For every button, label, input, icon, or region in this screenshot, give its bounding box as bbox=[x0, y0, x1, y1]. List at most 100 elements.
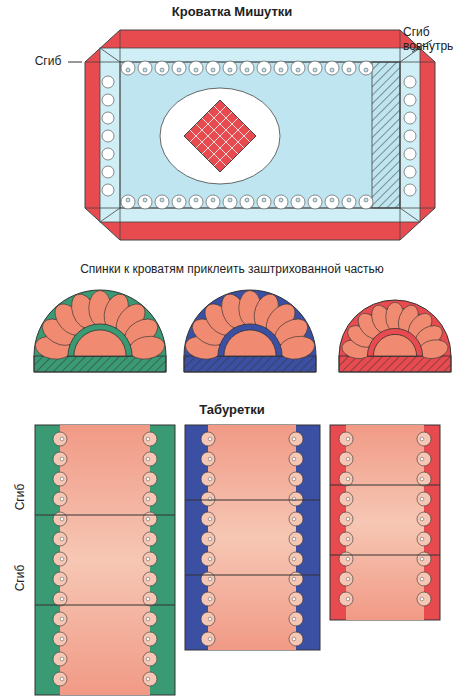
decoration bbox=[339, 572, 353, 586]
decoration bbox=[417, 512, 431, 526]
decoration bbox=[292, 477, 296, 481]
decoration bbox=[143, 532, 157, 546]
decoration bbox=[53, 452, 67, 466]
stool-net bbox=[35, 425, 175, 695]
decoration bbox=[208, 557, 212, 561]
decoration bbox=[68, 324, 132, 356]
decoration bbox=[289, 612, 303, 626]
decoration bbox=[208, 124, 244, 160]
note: Спинки к кроватям приклеить заштрихованн… bbox=[80, 262, 384, 276]
decoration bbox=[53, 672, 67, 686]
decoration bbox=[404, 130, 416, 142]
fold-label: Сгиб вовнутрь bbox=[403, 26, 461, 54]
decoration bbox=[155, 195, 169, 209]
decoration bbox=[102, 148, 114, 160]
fold-line bbox=[35, 515, 175, 516]
decoration bbox=[146, 657, 150, 661]
bed-back bbox=[184, 290, 316, 372]
fold-line bbox=[35, 605, 175, 606]
fold-line bbox=[330, 485, 440, 486]
decoration bbox=[289, 552, 303, 566]
decoration bbox=[291, 195, 305, 209]
decoration bbox=[262, 68, 266, 72]
decoration bbox=[289, 572, 303, 586]
decoration bbox=[420, 477, 424, 481]
decoration bbox=[146, 577, 150, 581]
leader-line bbox=[68, 62, 82, 63]
decoration bbox=[211, 68, 215, 72]
decoration bbox=[146, 437, 150, 441]
decoration bbox=[308, 195, 322, 209]
decoration bbox=[201, 432, 215, 446]
decoration bbox=[201, 632, 215, 646]
decoration bbox=[208, 517, 212, 521]
decoration bbox=[214, 130, 250, 166]
decoration bbox=[208, 637, 212, 641]
decoration bbox=[189, 61, 203, 75]
decoration bbox=[60, 577, 64, 581]
decoration bbox=[143, 472, 157, 486]
decoration bbox=[102, 76, 114, 88]
decoration bbox=[53, 632, 67, 646]
decoration bbox=[274, 195, 288, 209]
hatched-strip bbox=[372, 62, 400, 208]
decoration bbox=[146, 637, 150, 641]
decoration bbox=[292, 517, 296, 521]
decoration bbox=[160, 68, 164, 72]
stool-panel bbox=[60, 425, 150, 695]
decoration bbox=[126, 198, 130, 202]
decoration bbox=[143, 652, 157, 666]
decoration bbox=[223, 61, 237, 75]
decoration bbox=[155, 61, 169, 75]
decoration bbox=[208, 437, 212, 441]
decoration bbox=[206, 195, 220, 209]
decoration bbox=[146, 617, 150, 621]
decoration bbox=[279, 198, 283, 202]
bed-outline bbox=[85, 30, 435, 240]
decoration bbox=[143, 572, 157, 586]
decoration bbox=[289, 532, 303, 546]
decoration bbox=[257, 61, 271, 75]
decoration bbox=[347, 198, 351, 202]
decoration bbox=[208, 477, 212, 481]
decoration bbox=[160, 198, 164, 202]
decoration bbox=[339, 532, 353, 546]
decoration bbox=[201, 512, 215, 526]
decoration bbox=[143, 452, 157, 466]
decoration bbox=[279, 68, 283, 72]
decoration bbox=[289, 632, 303, 646]
decoration bbox=[146, 557, 150, 561]
decoration bbox=[359, 61, 373, 75]
decoration bbox=[60, 517, 64, 521]
decoration bbox=[143, 552, 157, 566]
decoration bbox=[404, 184, 416, 196]
decoration bbox=[201, 452, 215, 466]
section-title: Табуретки bbox=[199, 402, 265, 417]
decoration bbox=[53, 572, 67, 586]
decoration bbox=[208, 457, 212, 461]
decoration bbox=[417, 592, 431, 606]
decoration bbox=[201, 552, 215, 566]
decoration bbox=[60, 677, 64, 681]
decoration bbox=[146, 517, 150, 521]
decoration bbox=[60, 457, 64, 461]
decoration bbox=[325, 195, 339, 209]
bed-panel bbox=[100, 48, 420, 222]
decoration bbox=[60, 437, 64, 441]
decoration bbox=[420, 437, 424, 441]
decoration bbox=[346, 517, 350, 521]
decoration bbox=[224, 330, 276, 356]
fold-line bbox=[185, 500, 320, 501]
decoration bbox=[53, 552, 67, 566]
decoration bbox=[277, 334, 316, 362]
decoration bbox=[102, 112, 114, 124]
decoration bbox=[201, 472, 215, 486]
decoration bbox=[364, 198, 368, 202]
decoration bbox=[146, 477, 150, 481]
decoration bbox=[208, 577, 212, 581]
decoration bbox=[417, 338, 449, 361]
decoration bbox=[208, 537, 212, 541]
decoration bbox=[127, 334, 166, 362]
bed-bottom bbox=[120, 62, 400, 208]
decoration bbox=[202, 118, 238, 154]
